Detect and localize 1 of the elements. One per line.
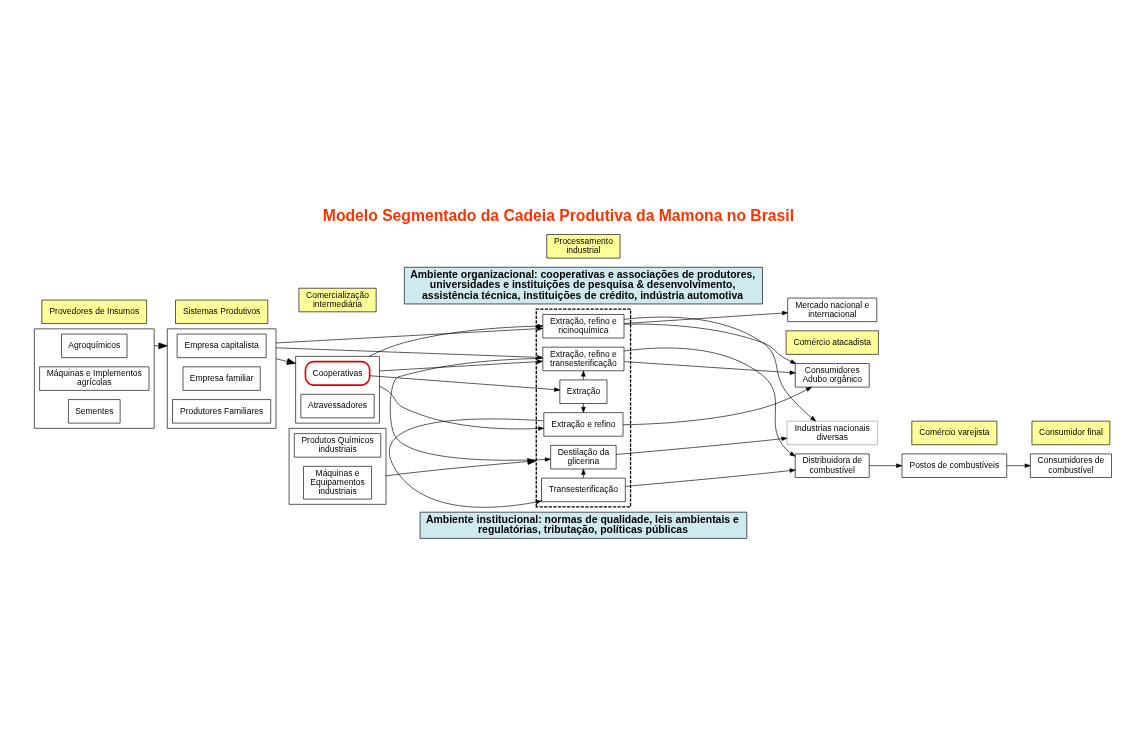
diagram-title: Modelo Segmentado da Cadeia Produtiva da Mamona no Brasil [322,207,795,225]
